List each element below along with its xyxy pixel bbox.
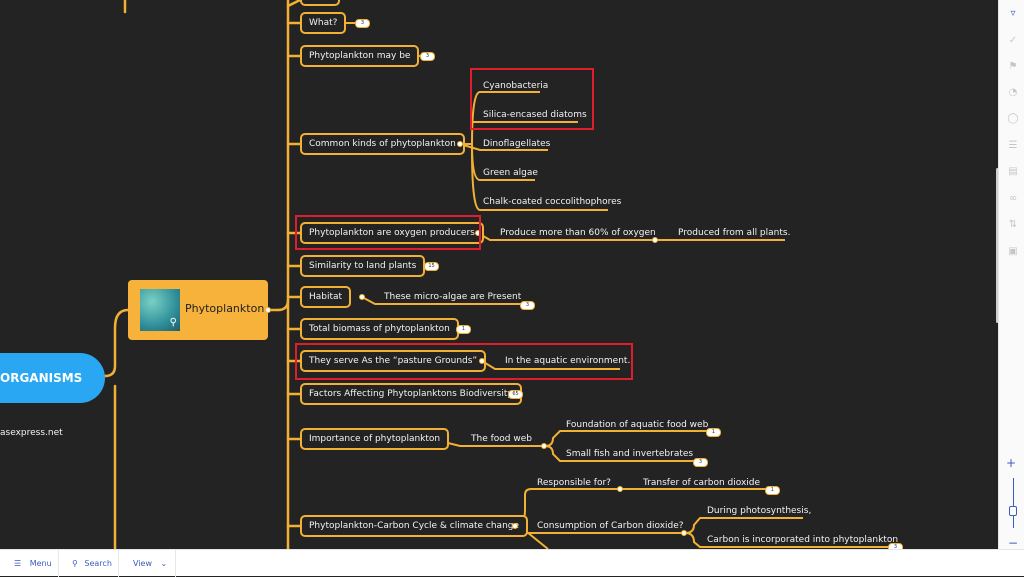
- root-node[interactable]: ORGANISMS: [0, 353, 105, 403]
- node-habitat[interactable]: Habitat: [300, 286, 352, 308]
- leaf-food-web[interactable]: The food web: [471, 434, 532, 444]
- node-common-kinds[interactable]: Common kinds of phytoplankton: [300, 133, 465, 155]
- leaf-produce-60-oxygen[interactable]: Produce more than 60% of oxygen: [500, 228, 656, 238]
- central-topic-label: Phytoplankton: [185, 302, 265, 315]
- leaf-green-algae[interactable]: Green algae: [483, 168, 538, 178]
- leaf-produced-all-plants[interactable]: Produced from all plants.: [678, 228, 791, 238]
- node-partial-top[interactable]: [300, 0, 340, 6]
- bottom-bar: ☰ Menu ⚲ Search View ⌄: [0, 549, 1024, 577]
- node-label: They serve As the “pasture Grounds”: [309, 356, 478, 366]
- zoom-image-icon[interactable]: ⚲: [169, 317, 177, 328]
- node-label: Factors Affecting Phytoplanktons Biodive…: [309, 389, 513, 399]
- node-label: Total biomass of phytoplankton: [309, 324, 450, 334]
- node-similarity-land-plants[interactable]: Similarity to land plants: [300, 255, 426, 277]
- collapsed-count-badge[interactable]: 3: [520, 301, 535, 310]
- leaf-dinoflagellates[interactable]: Dinoflagellates: [483, 139, 551, 149]
- node-label: Similarity to land plants: [309, 261, 417, 271]
- view-label: View: [133, 559, 152, 568]
- root-url-text: asexpress.net: [0, 428, 63, 438]
- node-label: Phytoplankton may be: [309, 51, 411, 61]
- branch-toggle-dot[interactable]: [652, 237, 658, 243]
- branch-toggle-dot[interactable]: [681, 530, 687, 536]
- node-importance[interactable]: Importance of phytoplankton: [300, 428, 450, 450]
- leaf-small-fish[interactable]: Small fish and invertebrates: [566, 449, 694, 459]
- leaf-consumption-co2[interactable]: Consumption of Carbon dioxide?: [537, 521, 684, 531]
- divider: [58, 550, 59, 577]
- menu-button[interactable]: ☰ Menu: [14, 550, 52, 577]
- leaf-transfer-co2[interactable]: Transfer of carbon dioxide: [643, 478, 761, 488]
- filter-icon[interactable]: ▿: [1010, 8, 1016, 19]
- chevron-down-icon: ⌄: [160, 559, 168, 568]
- flag-icon[interactable]: ⚑: [1008, 61, 1018, 72]
- collapsed-count-badge[interactable]: 3: [355, 19, 370, 28]
- image-icon[interactable]: ▣: [1008, 246, 1018, 257]
- branch-toggle-dot[interactable]: [541, 443, 547, 449]
- collapsed-count-badge[interactable]: 3: [693, 458, 708, 467]
- node-factors-biodiversity[interactable]: Factors Affecting Phytoplanktons Biodive…: [300, 383, 522, 405]
- divider: [175, 550, 176, 577]
- collapsed-count-badge[interactable]: 1: [456, 325, 471, 334]
- search-icon: ⚲: [72, 559, 78, 568]
- search-label: Search: [84, 559, 112, 568]
- leaf-micro-algae-present[interactable]: These micro-algae are Present: [384, 292, 522, 302]
- collapsed-count-badge[interactable]: 3: [420, 52, 435, 61]
- branch-toggle-dot[interactable]: [359, 294, 365, 300]
- menu-label: Menu: [29, 559, 52, 568]
- highlight-box: [295, 343, 633, 380]
- leaf-carbon-incorporated[interactable]: Carbon is incorporated into phytoplankto…: [707, 535, 899, 545]
- collapsed-count-badge[interactable]: 3: [888, 543, 903, 549]
- collapsed-count-badge[interactable]: 1: [706, 428, 721, 437]
- branch-toggle-dot[interactable]: [512, 523, 518, 529]
- leaf-responsible-for[interactable]: Responsible for?: [537, 478, 611, 488]
- node-total-biomass[interactable]: Total biomass of phytoplankton: [300, 318, 459, 340]
- leaf-aquatic-environment[interactable]: In the aquatic environment.: [505, 356, 631, 366]
- check-icon[interactable]: ✓: [1008, 35, 1018, 46]
- leaf-cyanobacteria[interactable]: Cyanobacteria: [483, 81, 549, 91]
- root-label: ORGANISMS: [0, 371, 83, 385]
- node-label: What?: [309, 18, 338, 28]
- link-icon[interactable]: ∞: [1008, 193, 1018, 204]
- branch-toggle-dot[interactable]: [457, 141, 463, 147]
- collapsed-count-badge[interactable]: 15: [424, 262, 439, 271]
- branch-toggle-dot[interactable]: [617, 486, 623, 492]
- leaf-foundation-food-web[interactable]: Foundation of aquatic food web: [566, 420, 709, 430]
- phytoplankton-image[interactable]: ⚲: [140, 289, 180, 331]
- node-label: Habitat: [309, 292, 343, 302]
- node-what[interactable]: What?: [300, 12, 347, 34]
- search-button[interactable]: ⚲ Search: [72, 550, 112, 577]
- highlight-box: [295, 215, 481, 250]
- node-phytoplankton-may-be[interactable]: Phytoplankton may be: [300, 45, 420, 67]
- tag-icon[interactable]: ◯: [1007, 113, 1019, 124]
- leaf-chalk-coccolithophores[interactable]: Chalk-coated coccolithophores: [483, 197, 622, 207]
- zoom-out-icon[interactable]: −: [1008, 536, 1019, 550]
- leaf-during-photosynthesis[interactable]: During photosynthesis,: [707, 506, 812, 516]
- speed-icon[interactable]: ◔: [1008, 87, 1018, 98]
- leaf-silica-diatoms[interactable]: Silica-encased diatoms: [483, 110, 587, 120]
- node-label: Phytoplankton-Carbon Cycle & climate cha…: [309, 521, 520, 531]
- divider: [118, 550, 119, 577]
- list-icon[interactable]: ☰: [1008, 140, 1018, 151]
- mindmap-canvas[interactable]: What? 3 Phytoplankton may be 3 Common ki…: [0, 0, 998, 549]
- highlight-box: [470, 68, 594, 130]
- collapsed-count-badge[interactable]: 1: [765, 486, 780, 495]
- node-label: Importance of phytoplankton: [309, 434, 441, 444]
- branch-toggle-dot[interactable]: [479, 358, 485, 364]
- node-label: Common kinds of phytoplankton: [309, 139, 456, 149]
- node-pasture-grounds[interactable]: They serve As the “pasture Grounds”: [300, 350, 487, 372]
- node-label: Phytoplankton are oxygen producers: [309, 228, 475, 238]
- zoom-slider-track[interactable]: [1013, 478, 1014, 528]
- zoom-in-icon[interactable]: +: [1006, 456, 1017, 470]
- central-topic-phytoplankton[interactable]: ⚲ Phytoplankton: [128, 280, 268, 340]
- view-button[interactable]: View ⌄: [133, 550, 167, 577]
- node-oxygen-producers[interactable]: Phytoplankton are oxygen producers: [300, 222, 484, 244]
- branch-toggle-dot[interactable]: [265, 307, 271, 313]
- zoom-slider-handle[interactable]: [1009, 506, 1017, 516]
- note-icon[interactable]: ▤: [1008, 166, 1018, 177]
- node-carbon-cycle[interactable]: Phytoplankton-Carbon Cycle & climate cha…: [300, 515, 529, 537]
- collapsed-count-badge[interactable]: 65: [508, 390, 523, 399]
- right-toolbar: ▿ ✓ ⚑ ◔ ◯ ☰ ▤ ∞ ⇅ ▣: [998, 0, 1024, 549]
- vertical-scrollbar[interactable]: [996, 168, 999, 323]
- menu-icon: ☰: [14, 559, 22, 568]
- sort-icon[interactable]: ⇅: [1008, 219, 1018, 230]
